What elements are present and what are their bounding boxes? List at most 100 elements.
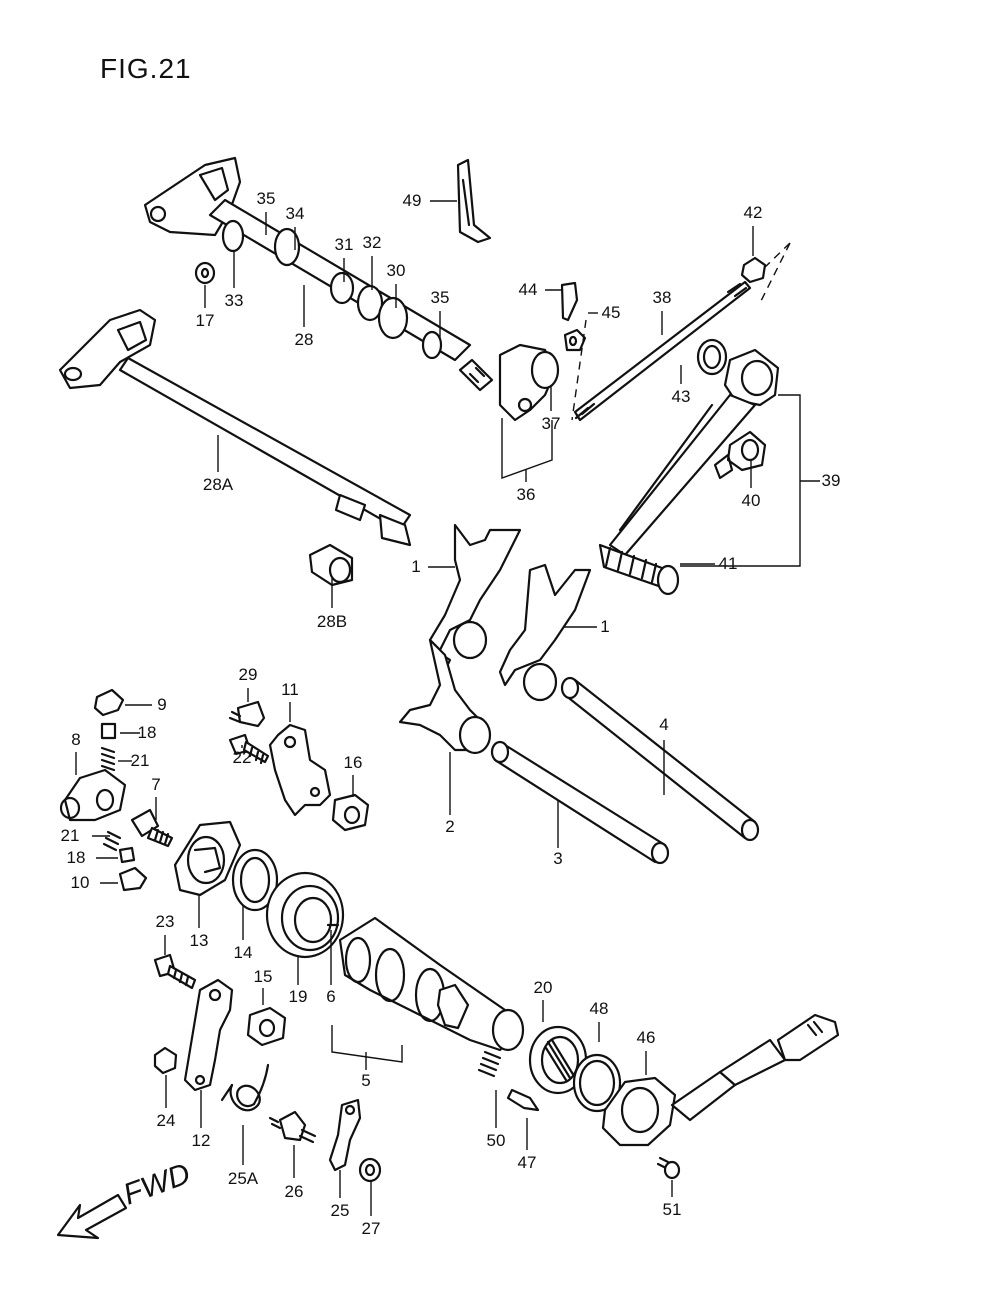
part-9 — [93, 688, 125, 717]
callout-label-c1a: 1 — [411, 557, 420, 576]
callout-label-c31: 31 — [335, 235, 354, 254]
part-shift-lever-39 — [608, 348, 780, 557]
callout-label-c21a: 21 — [131, 751, 150, 770]
callout-label-c18b: 18 — [67, 848, 86, 867]
part-plate-11 — [268, 723, 332, 817]
part-spring-25a — [220, 1063, 270, 1112]
part-bush-16 — [331, 793, 370, 832]
part-screw-51 — [656, 1156, 681, 1180]
part-nut-24 — [153, 1046, 178, 1075]
part-stopper-8 — [59, 768, 127, 822]
fwd-label: FWD — [119, 1157, 194, 1211]
part-spring-21a — [100, 746, 116, 772]
callout-label-c5: 5 — [361, 1071, 370, 1090]
callout-label-c30: 30 — [387, 261, 406, 280]
part-bolt-23 — [153, 953, 197, 990]
callout-label-c19: 19 — [289, 987, 308, 1006]
callout-label-c2: 2 — [445, 817, 454, 836]
callout-label-c10: 10 — [71, 873, 90, 892]
part-fork-2 — [398, 638, 492, 755]
callout-label-c41: 41 — [719, 554, 738, 573]
callout-label-c35b: 35 — [431, 288, 450, 307]
part-arm-25 — [328, 1098, 362, 1172]
part-spring-50 — [477, 1050, 502, 1078]
callout-label-c51: 51 — [663, 1200, 682, 1219]
part-washer-27 — [358, 1157, 382, 1183]
callout-label-c1b: 1 — [600, 617, 609, 636]
callout-label-c38: 38 — [653, 288, 672, 307]
callout-label-c21b: 21 — [61, 826, 80, 845]
callout-label-c33: 33 — [225, 291, 244, 310]
callout-label-c40: 40 — [742, 491, 761, 510]
part-bolt-26 — [268, 1110, 317, 1144]
part-bush-28b — [308, 543, 354, 587]
callout-label-c3: 3 — [553, 849, 562, 868]
part-10 — [118, 866, 148, 892]
callout-label-c17: 17 — [196, 311, 215, 330]
part-clip-49 — [456, 158, 492, 244]
part-fork-shaft-4 — [560, 676, 760, 842]
part-nut-45 — [563, 328, 587, 352]
callout-label-c12: 12 — [192, 1131, 211, 1150]
part-shift-shaft-lower — [58, 308, 412, 547]
part-rod-38 — [573, 280, 752, 422]
part-spring-21b — [102, 830, 122, 852]
bracket-36 — [501, 418, 553, 479]
callout-label-c25: 25 — [331, 1201, 350, 1220]
callout-label-c35a: 35 — [257, 189, 276, 208]
callout-label-c24: 24 — [157, 1111, 176, 1130]
callout-label-c14: 14 — [234, 943, 253, 962]
callout-label-c50: 50 — [487, 1131, 506, 1150]
part-o-ring-48 — [572, 1053, 622, 1113]
part-shift-drum-5 — [338, 916, 525, 1052]
part-bearing-19 — [265, 871, 345, 959]
part-plate-12 — [183, 978, 234, 1092]
callout-label-c39: 39 — [822, 471, 841, 490]
callout-label-c6: 6 — [326, 987, 335, 1006]
callout-label-c13: 13 — [190, 931, 209, 950]
part-pin-18a — [100, 722, 117, 740]
dash-guide — [759, 242, 791, 304]
part-shift-shaft-upper — [143, 156, 494, 392]
part-fork-1a — [428, 523, 522, 672]
part-nut-42 — [740, 256, 767, 284]
callout-label-c42: 42 — [744, 203, 763, 222]
callout-label-c37: 37 — [542, 414, 561, 433]
part-bolt-44 — [560, 281, 579, 322]
callout-label-c44: 44 — [519, 280, 538, 299]
callout-label-c28a: 28A — [203, 475, 234, 494]
part-switch-46 — [601, 1013, 840, 1147]
callout-label-c15: 15 — [254, 967, 273, 986]
part-pin-18b — [118, 846, 136, 864]
callout-label-c46: 46 — [637, 1028, 656, 1047]
callout-label-c45: 45 — [602, 303, 621, 322]
callout-label-c36: 36 — [517, 485, 536, 504]
bracket-5 — [331, 1025, 403, 1063]
part-fork-shaft-3 — [490, 740, 670, 865]
figure-title: FIG.21 — [100, 53, 192, 84]
part-bolt-22 — [228, 733, 270, 765]
fwd-arrow-icon — [56, 1193, 128, 1240]
callout-label-c27: 27 — [362, 1219, 381, 1238]
callout-label-c34: 34 — [286, 204, 305, 223]
callout-label-c47: 47 — [518, 1153, 537, 1172]
callout-label-c29: 29 — [239, 665, 258, 684]
callout-label-c43: 43 — [672, 387, 691, 406]
callout-label-c7: 7 — [151, 775, 160, 794]
dash-guide-rod — [571, 319, 587, 421]
callout-label-c48: 48 — [590, 999, 609, 1018]
part-rubber-41 — [598, 543, 680, 596]
part-washer-14 — [231, 848, 279, 912]
callout-label-c28: 28 — [295, 330, 314, 349]
callout-label-c20: 20 — [534, 978, 553, 997]
callout-label-c28b: 28B — [317, 612, 347, 631]
callout-label-c8: 8 — [71, 730, 80, 749]
part-shift-arm-36 — [498, 343, 560, 422]
part-washer-17 — [194, 261, 216, 285]
part-bolt-7 — [130, 808, 174, 848]
part-cam-plate-13 — [173, 820, 242, 897]
callout-label-c11: 11 — [281, 680, 299, 699]
callout-label-c23: 23 — [156, 912, 175, 931]
